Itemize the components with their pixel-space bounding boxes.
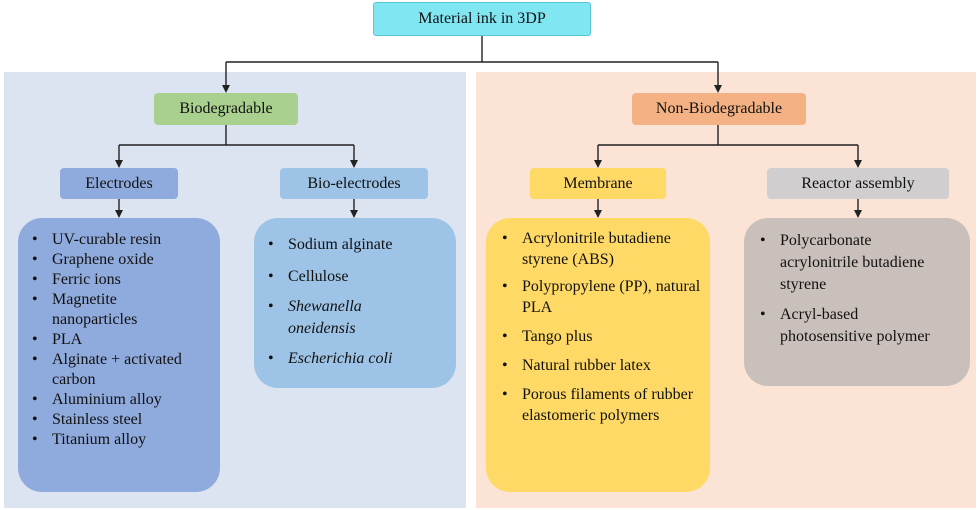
reactor-assembly-node: Reactor assembly <box>767 168 949 199</box>
membrane-node: Membrane <box>530 168 666 199</box>
membrane-label: Membrane <box>563 174 633 192</box>
list-item: Natural rubber latex <box>494 355 704 376</box>
list-item: Polypropylene (PP), natural PLA <box>494 276 712 318</box>
list-item: Cellulose <box>260 266 450 288</box>
non-biodegradable-label: Non-Biodegradable <box>655 100 783 117</box>
list-item: Escherichia coli <box>260 348 450 370</box>
bio-electrodes-list-box: Sodium alginate Cellulose Shewanella one… <box>254 218 456 388</box>
list-item: Polycarbonate acrylonitrile butadiene st… <box>752 230 948 296</box>
list-item: Tango plus <box>494 326 704 347</box>
list-item: Aluminium alloy <box>24 390 214 410</box>
list-item: PLA <box>24 330 214 350</box>
list-item: Shewanella oneidensis <box>260 296 418 340</box>
reactor-assembly-label: Reactor assembly <box>801 174 915 192</box>
root-node: Material ink in 3DP <box>373 2 591 36</box>
electrodes-list-box: UV-curable resin Graphene oxide Ferric i… <box>18 218 220 492</box>
bio-electrodes-label: Bio-electrodes <box>307 174 401 192</box>
list-item: Titanium alloy <box>24 430 214 450</box>
membrane-list-box: Acrylonitrile butadiene styrene (ABS) Po… <box>486 218 710 492</box>
list-item: Acrylonitrile butadiene styrene (ABS) <box>494 228 690 270</box>
reactor-assembly-list-box: Polycarbonate acrylonitrile butadiene st… <box>744 218 970 386</box>
list-item: Porous filaments of rubber elastomeric p… <box>494 384 702 426</box>
list-item: UV-curable resin <box>24 230 214 250</box>
electrodes-node: Electrodes <box>60 168 178 199</box>
bio-electrodes-node: Bio-electrodes <box>280 168 428 199</box>
biodegradable-node: Biodegradable <box>154 93 298 125</box>
list-item: Alginate + activated carbon <box>24 350 202 390</box>
list-item: Stainless steel <box>24 410 214 430</box>
non-biodegradable-node: Non-Biodegradable <box>632 93 806 125</box>
list-item: Acryl-based photosensitive polymer <box>752 304 930 348</box>
biodegradable-label: Biodegradable <box>179 100 273 117</box>
list-item: Magnetite nanoparticles <box>24 290 172 330</box>
list-item: Sodium alginate <box>260 234 450 256</box>
list-item: Graphene oxide <box>24 250 214 270</box>
electrodes-label: Electrodes <box>85 174 153 192</box>
root-label: Material ink in 3DP <box>418 10 546 27</box>
list-item: Ferric ions <box>24 270 214 290</box>
